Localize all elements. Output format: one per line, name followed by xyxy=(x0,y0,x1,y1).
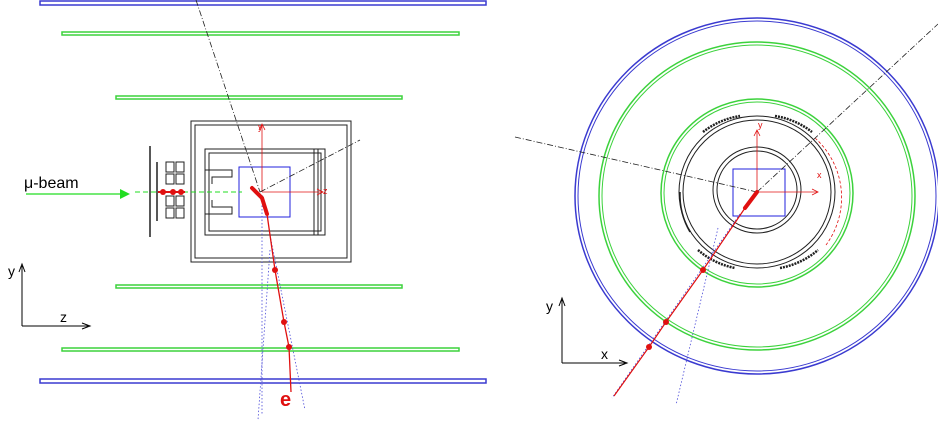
electron-track-thick xyxy=(250,186,269,216)
dotted-tracks-end xyxy=(611,213,741,406)
red-arc-fragment xyxy=(814,137,842,246)
axis-y-label-side: y xyxy=(8,263,15,279)
outer-ring-end xyxy=(574,17,938,375)
middle-plane-1 xyxy=(61,31,460,36)
upstream-block-8 xyxy=(175,207,185,219)
middle-plane-3 xyxy=(115,284,403,289)
axis-y-label-end: y xyxy=(546,298,553,314)
end-view: y x y x xyxy=(514,17,938,406)
middle-detector-planes xyxy=(61,31,460,352)
outer-plane-bottom xyxy=(39,378,487,384)
outer-detector-planes xyxy=(39,0,487,384)
upstream-block-1 xyxy=(165,161,175,173)
target-box-end xyxy=(732,168,786,217)
axes-legend-side xyxy=(18,262,92,330)
upstream-block-2 xyxy=(165,173,175,185)
beam-label: μ-beam xyxy=(24,175,79,192)
green-ring-large-inner xyxy=(601,44,913,348)
electron-track-thick-end xyxy=(743,190,759,210)
upstream-block-6 xyxy=(175,173,185,185)
green-ring-large xyxy=(598,41,916,351)
green-ring-small xyxy=(660,98,854,288)
dotted-tracks-side xyxy=(257,195,306,421)
local-axis-y-label: y xyxy=(258,122,263,132)
local-axis-y-label-end: y xyxy=(758,120,763,130)
middle-plane-2 xyxy=(115,95,403,100)
axis-x-label-end: x xyxy=(601,346,608,362)
electron-track xyxy=(266,213,292,393)
dashdot-tracks-end xyxy=(514,23,938,193)
outer-plane-top xyxy=(39,0,487,6)
electron-hits xyxy=(272,267,292,350)
bracket-upper xyxy=(205,169,233,184)
dashdot-tracks-side xyxy=(195,0,361,193)
upstream-block-3 xyxy=(165,195,175,207)
local-axis-z-label: z xyxy=(323,186,328,196)
electron-label: e xyxy=(280,389,291,411)
middle-plane-4 xyxy=(61,347,460,352)
upstream-block-7 xyxy=(175,195,185,207)
bracket-lower xyxy=(205,200,233,215)
electron-hits-end xyxy=(646,267,706,350)
axis-z-label-side: z xyxy=(60,309,67,325)
local-axes-side xyxy=(258,123,324,196)
inner-frame xyxy=(204,148,326,236)
local-axis-x-label-end: x xyxy=(817,170,822,180)
green-ring-small-inner xyxy=(663,101,851,285)
local-axes-end xyxy=(753,129,819,196)
side-view: y z μ-beam e xyxy=(8,0,487,421)
upstream-block-4 xyxy=(165,207,175,219)
upstream-block-5 xyxy=(175,161,185,173)
axes-legend-end xyxy=(558,296,629,367)
outer-ring-end-inner xyxy=(577,20,937,372)
